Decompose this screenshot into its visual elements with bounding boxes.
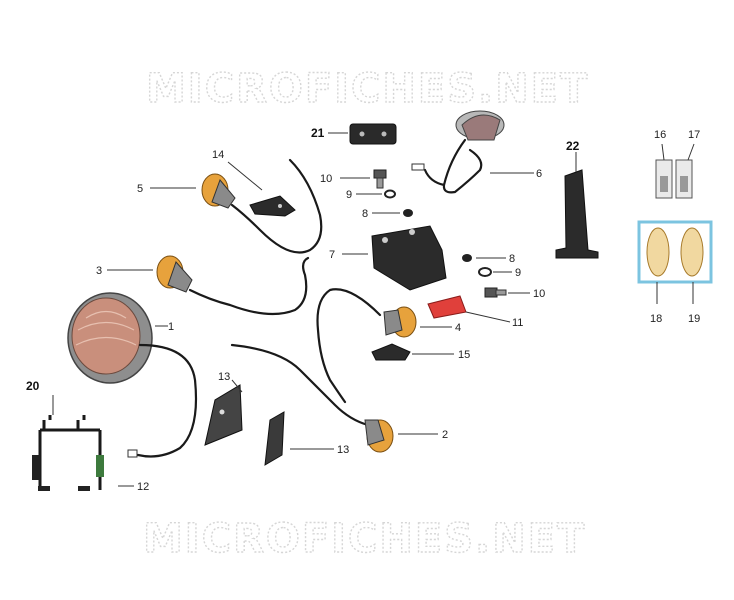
- amber-bulb-part-19[interactable]: [680, 227, 704, 277]
- callout-18: 18: [650, 313, 662, 325]
- headlight-part-1[interactable]: [67, 292, 198, 458]
- bulb-part-16[interactable]: [655, 159, 673, 199]
- callout-1: 1: [168, 321, 174, 333]
- turn-signal-part-5[interactable]: [201, 158, 323, 254]
- callout-11: 11: [512, 317, 523, 329]
- callout-13a: 13: [218, 371, 230, 383]
- callout-16: 16: [654, 129, 666, 141]
- callout-22: 22: [566, 139, 580, 153]
- callout-4: 4: [455, 322, 461, 334]
- callout-9b: 9: [515, 267, 521, 279]
- license-bracket-part-7[interactable]: [371, 225, 447, 291]
- turn-signal-part-3[interactable]: [156, 255, 310, 316]
- bolt-part-10-lower[interactable]: [484, 287, 507, 298]
- callout-2: 2: [442, 429, 448, 441]
- nut-part-8-lower[interactable]: [462, 254, 472, 262]
- callout-17: 17: [688, 129, 700, 141]
- callout-20: 20: [26, 379, 40, 393]
- washer-part-9-upper[interactable]: [384, 189, 396, 199]
- washer-part-9-lower[interactable]: [478, 267, 492, 277]
- plate-part-21[interactable]: [349, 123, 397, 145]
- bracket-part-13-upper[interactable]: [204, 384, 243, 446]
- callout-6: 6: [536, 168, 542, 180]
- tail-light-part-6[interactable]: [411, 110, 505, 194]
- signal-bracket-part-15[interactable]: [371, 343, 411, 361]
- nut-part-8-upper[interactable]: [403, 209, 413, 217]
- callout-7: 7: [329, 249, 335, 261]
- callout-10b: 10: [533, 288, 545, 300]
- amber-bulb-part-18[interactable]: [646, 227, 670, 277]
- callout-10a: 10: [320, 173, 332, 185]
- callout-3: 3: [96, 265, 102, 277]
- callout-8b: 8: [509, 253, 515, 265]
- callout-21: 21: [311, 126, 325, 140]
- mount-bracket-part-22[interactable]: [555, 169, 599, 259]
- bracket-part-13-lower[interactable]: [264, 411, 285, 466]
- turn-signal-part-4[interactable]: [316, 288, 417, 404]
- watermark-bottom: MICROFICHES.NET: [143, 516, 586, 562]
- headlight-bracket-part-12[interactable]: [32, 415, 104, 491]
- callout-13b: 13: [337, 444, 349, 456]
- signal-bracket-part-14[interactable]: [249, 195, 296, 217]
- callout-19: 19: [688, 313, 700, 325]
- watermark-top: MICROFICHES.NET: [146, 66, 589, 112]
- turn-signal-part-2[interactable]: [364, 419, 394, 453]
- callout-5: 5: [137, 183, 143, 195]
- callout-9a: 9: [346, 189, 352, 201]
- callout-12: 12: [137, 481, 149, 493]
- callout-8a: 8: [362, 208, 368, 220]
- bolt-part-10-upper[interactable]: [373, 169, 387, 189]
- bulb-part-17[interactable]: [675, 159, 693, 199]
- callout-15: 15: [458, 349, 470, 361]
- callout-14: 14: [212, 149, 224, 161]
- reflector-part-11[interactable]: [427, 295, 467, 319]
